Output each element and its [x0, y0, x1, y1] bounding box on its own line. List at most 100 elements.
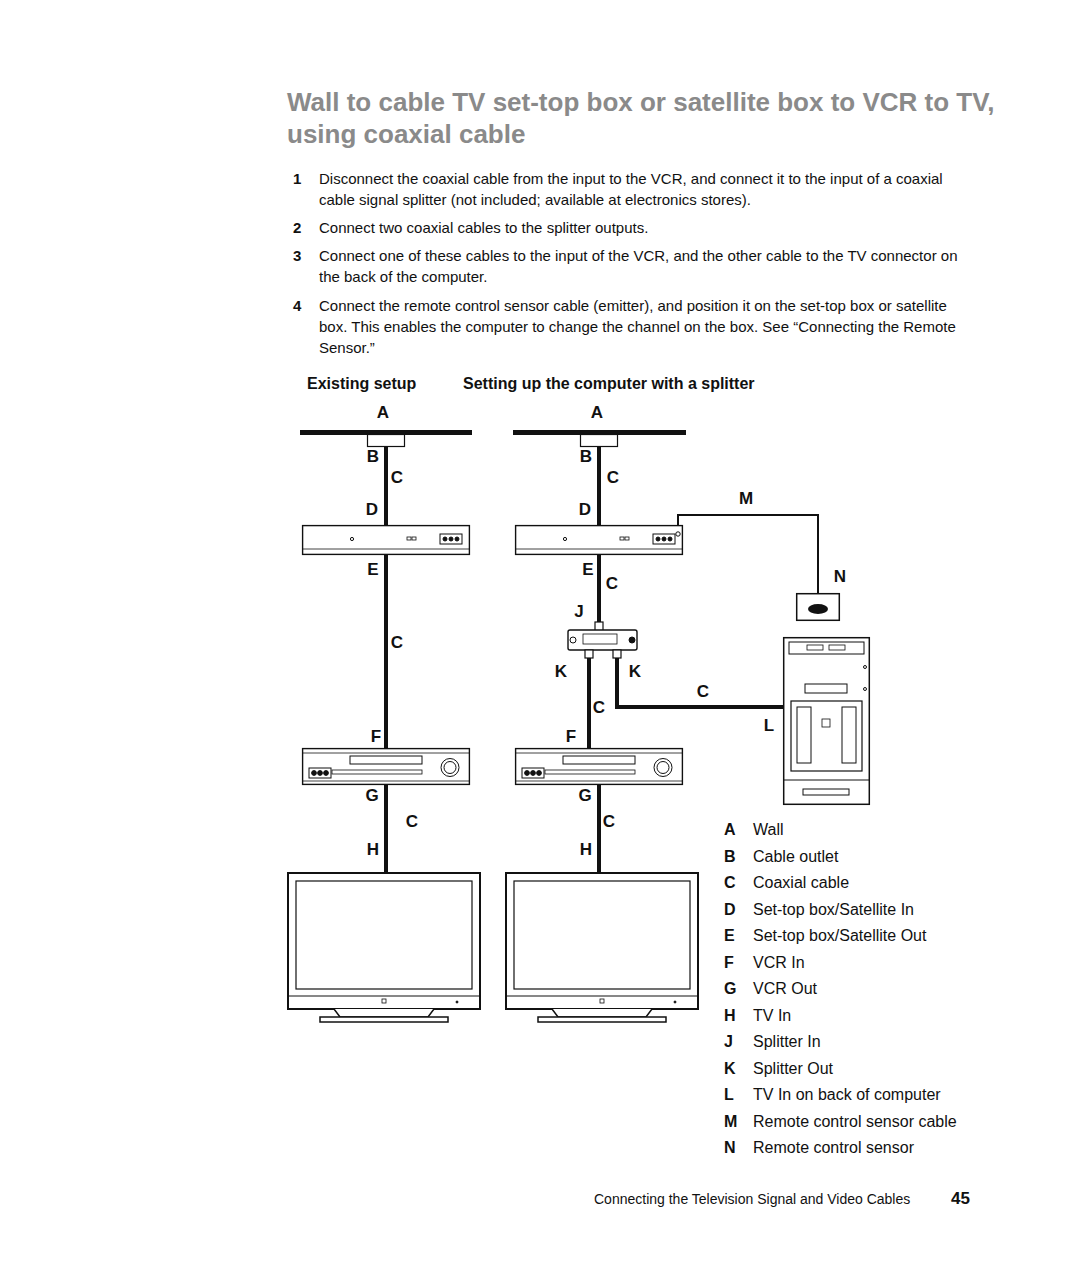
callout-letter: E [367, 561, 378, 579]
edge-label: C [592, 699, 606, 717]
drawing-circle [531, 771, 536, 776]
vcr-drawing [515, 748, 683, 785]
drawing-rect [382, 999, 386, 1003]
edge-label: C [405, 813, 419, 831]
set-top-box: DE [302, 525, 470, 555]
drawing-rect [296, 881, 472, 989]
page-title: Wall to cable TV set-top box or satellit… [287, 86, 1067, 150]
drawing-rect [522, 768, 544, 778]
signal-splitter-drawing [565, 622, 640, 658]
drawing-circle [563, 537, 566, 540]
drawing-circle [318, 771, 323, 776]
callout-letter: A [591, 404, 603, 422]
edge-label: C [390, 469, 404, 487]
callout-letter: D [366, 501, 378, 519]
step-text: Disconnect the coaxial cable from the in… [319, 168, 979, 210]
edge-label: M [738, 490, 754, 508]
drawing-line [516, 781, 682, 782]
drawing-line [303, 781, 469, 782]
drawing-rect [797, 594, 840, 621]
drawing-rect [303, 749, 470, 785]
key-text: TV In on back of computer [753, 1085, 941, 1105]
drawing-circle [350, 537, 353, 540]
key-text: Cable outlet [753, 847, 838, 867]
drawing-rect [568, 630, 637, 650]
callout-letter: K [629, 663, 641, 681]
callout-letter: H [580, 841, 592, 859]
cable-outlet-drawing [580, 434, 618, 447]
drawing-rect [538, 1017, 666, 1022]
drawing-rect [514, 881, 690, 989]
drawing-rect [789, 642, 864, 654]
remote-sensor: N [796, 593, 840, 621]
coaxial-cable [597, 785, 601, 872]
drawing-rect [829, 645, 845, 650]
callout-letter: K [555, 663, 567, 681]
key-letter: C [724, 873, 736, 893]
coaxial-cable [617, 658, 783, 707]
signal-splitter: JKK [565, 622, 640, 658]
edge-label: C [696, 683, 710, 701]
drawing-line [506, 996, 698, 997]
drawing-rect [805, 684, 847, 693]
drawing-rect [620, 537, 624, 540]
drawing-circle [456, 1001, 458, 1003]
footer-text: Connecting the Television Signal and Vid… [594, 1190, 910, 1208]
cable-outlet: B [367, 434, 405, 447]
drawing-line [516, 753, 682, 754]
drawing-line [303, 549, 469, 550]
drawing-circle [676, 532, 680, 536]
coaxial-cable [587, 658, 591, 748]
key-letter: F [724, 953, 734, 973]
page-number: 45 [951, 1189, 970, 1209]
subheading: Setting up the computer with a splitter [463, 374, 755, 394]
remote-sensor-drawing [796, 593, 840, 621]
computer-tower: L [783, 637, 870, 805]
drawing-circle [674, 1001, 676, 1003]
drawing-line [288, 996, 480, 997]
drawing-circle [662, 537, 666, 541]
callout-letter: B [580, 448, 592, 466]
edge-label: C [606, 469, 620, 487]
key-letter: H [724, 1006, 736, 1026]
set-top-box-drawing [515, 525, 683, 555]
callout-letter: N [834, 568, 846, 586]
edge-label: C [605, 575, 619, 593]
drawing-rect [585, 650, 593, 658]
drawing-circle [449, 537, 453, 541]
drawing-circle [657, 762, 669, 774]
drawing-circle [654, 759, 672, 777]
drawing-rect [791, 701, 862, 771]
key-text: VCR Out [753, 979, 817, 999]
step-number: 4 [293, 295, 301, 316]
vcr: FG [515, 748, 683, 785]
edge-label: C [602, 813, 616, 831]
key-text: TV In [753, 1006, 791, 1026]
callout-letter: F [371, 728, 381, 746]
key-letter: L [724, 1085, 734, 1105]
callout-letter: F [566, 728, 576, 746]
drawing-line [516, 549, 682, 550]
coaxial-cable [597, 555, 601, 622]
step-number: 3 [293, 245, 301, 266]
drawing-line [303, 753, 469, 754]
drawing-circle [864, 688, 867, 691]
key-text: VCR In [753, 953, 805, 973]
step-text: Connect one of these cables to the input… [319, 245, 979, 287]
callout-letter: E [582, 561, 593, 579]
step-number: 1 [293, 168, 301, 189]
key-letter: N [724, 1138, 736, 1158]
set-top-box: DE [515, 525, 683, 555]
drawing-rect [583, 634, 617, 644]
drawing-rect [516, 749, 683, 785]
drawing-rect [332, 770, 422, 774]
drawing-line [784, 780, 869, 781]
drawing-circle [629, 637, 635, 643]
drawing-rect [440, 534, 462, 544]
callout-letter: A [377, 404, 389, 422]
key-letter: B [724, 847, 736, 867]
drawing-circle [312, 771, 317, 776]
key-text: Set-top box/Satellite Out [753, 926, 926, 946]
